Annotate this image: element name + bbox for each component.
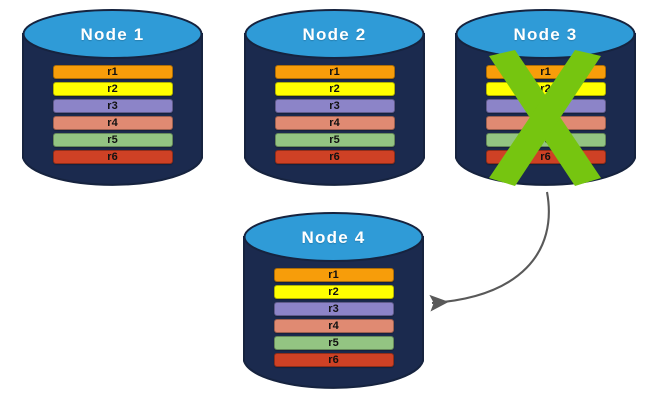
node-4[interactable]: Node 4 r1 r2 r3 r4 r5 r6 [243,211,424,394]
replica-row[interactable]: r5 [52,133,173,147]
failover-arrow-path [429,191,550,312]
replica-row[interactable]: r3 [273,302,394,316]
replica-row[interactable]: r6 [52,150,173,164]
node-4-rows: r1 r2 r3 r4 r5 r6 [243,268,424,367]
replica-row[interactable]: r6 [274,150,395,164]
replica-row[interactable]: r4 [273,319,394,333]
replica-row[interactable]: r3 [274,99,395,113]
replica-row[interactable]: r2 [52,82,173,96]
node-2-rows: r1 r2 r3 r4 r5 r6 [244,65,425,164]
replica-row[interactable]: r6 [273,353,394,367]
node-1-rows: r1 r2 r3 r4 r5 r6 [22,65,203,164]
node-2[interactable]: Node 2 r1 r2 r3 r4 r5 r6 [244,8,425,191]
replica-row[interactable]: r3 [52,99,173,113]
replica-row[interactable]: r2 [273,285,394,299]
replica-row[interactable]: r2 [274,82,395,96]
replica-row[interactable]: r1 [273,268,394,282]
replica-row[interactable]: r1 [274,65,395,79]
replica-row[interactable]: r1 [52,65,173,79]
replica-row[interactable]: r4 [274,116,395,130]
node-1[interactable]: Node 1 r1 r2 r3 r4 r5 r6 [22,8,203,191]
replica-row[interactable]: r4 [52,116,173,130]
replica-row[interactable]: r5 [274,133,395,147]
replica-row[interactable]: r5 [273,336,394,350]
